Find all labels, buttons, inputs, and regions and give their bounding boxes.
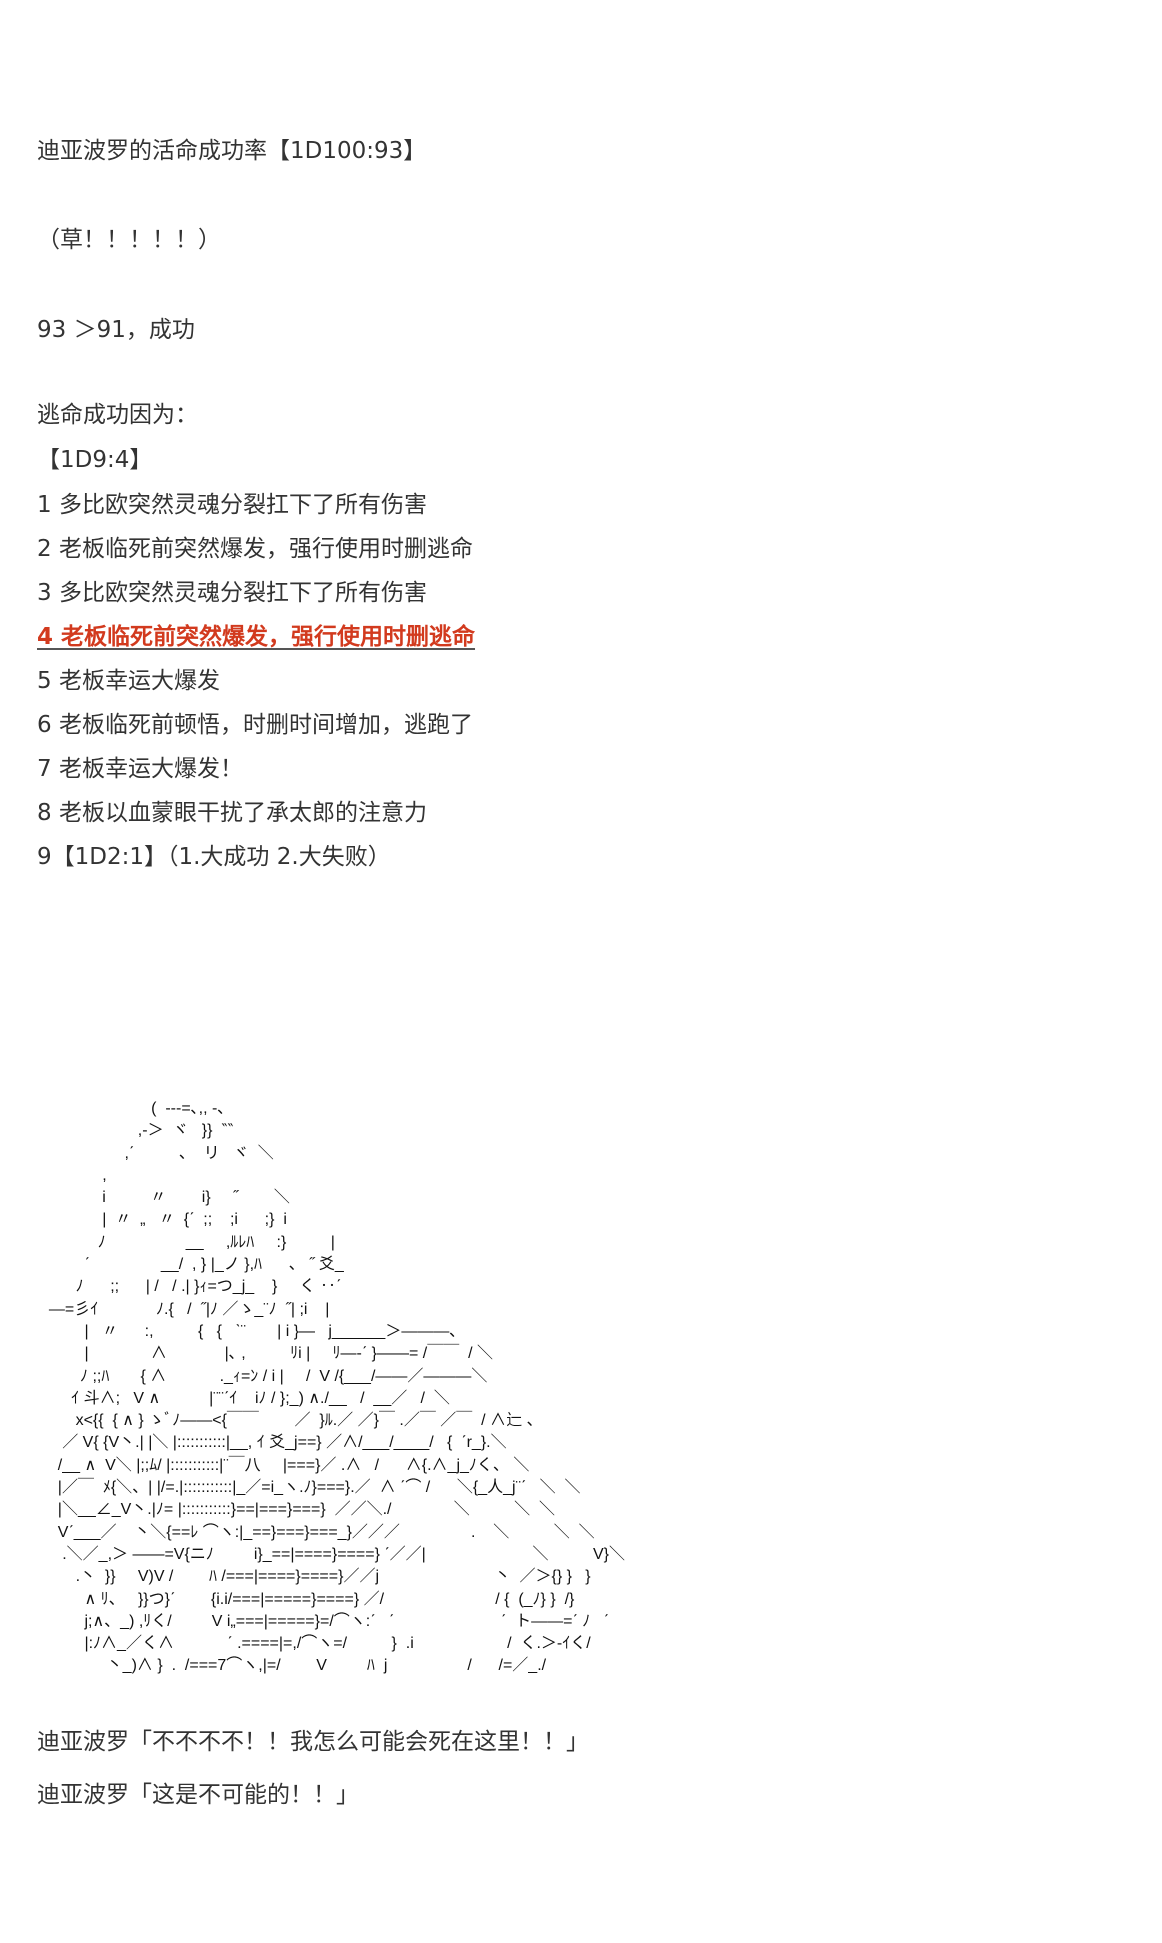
- roll-title: 迪亚波罗的活命成功率【1D100:93】: [37, 138, 427, 164]
- option-item: 8 老板以血蒙眼干扰了承太郎的注意力: [37, 800, 427, 826]
- reaction-text: （草！！！！！）: [37, 227, 221, 253]
- comparison-text: 93 ＞91，成功: [37, 317, 195, 343]
- option-item: 3 多比欧突然灵魂分裂扛下了所有伤害: [37, 580, 427, 606]
- option-item: 5 老板幸运大爆发: [37, 668, 220, 694]
- option-item: 9【1D2:1】（1.大成功 2.大失败）: [37, 844, 391, 870]
- option-item: 1 多比欧突然灵魂分裂扛下了所有伤害: [37, 492, 427, 518]
- dialogue-line: 迪亚波罗「这是不可能的！！」: [37, 1782, 359, 1808]
- ascii-art: ( ---=､,, -､ ,-＞ ヾ }} ‶‶ ,ˊ 、 リ ヾ ＼ , i …: [48, 1100, 625, 1675]
- option-item: 2 老板临死前突然爆发，强行使用时删逃命: [37, 536, 473, 562]
- dialogue-line: 迪亚波罗「不不不不！！我怎么可能会死在这里！！」: [37, 1729, 589, 1755]
- reason-roll: 【1D9:4】: [37, 447, 153, 473]
- option-item-selected: 4 老板临死前突然爆发，强行使用时删逃命: [37, 624, 476, 650]
- option-item: 6 老板临死前顿悟，时删时间增加，逃跑了: [37, 712, 473, 738]
- reason-label: 逃命成功因为：: [37, 402, 198, 428]
- option-item: 7 老板幸运大爆发！: [37, 756, 243, 782]
